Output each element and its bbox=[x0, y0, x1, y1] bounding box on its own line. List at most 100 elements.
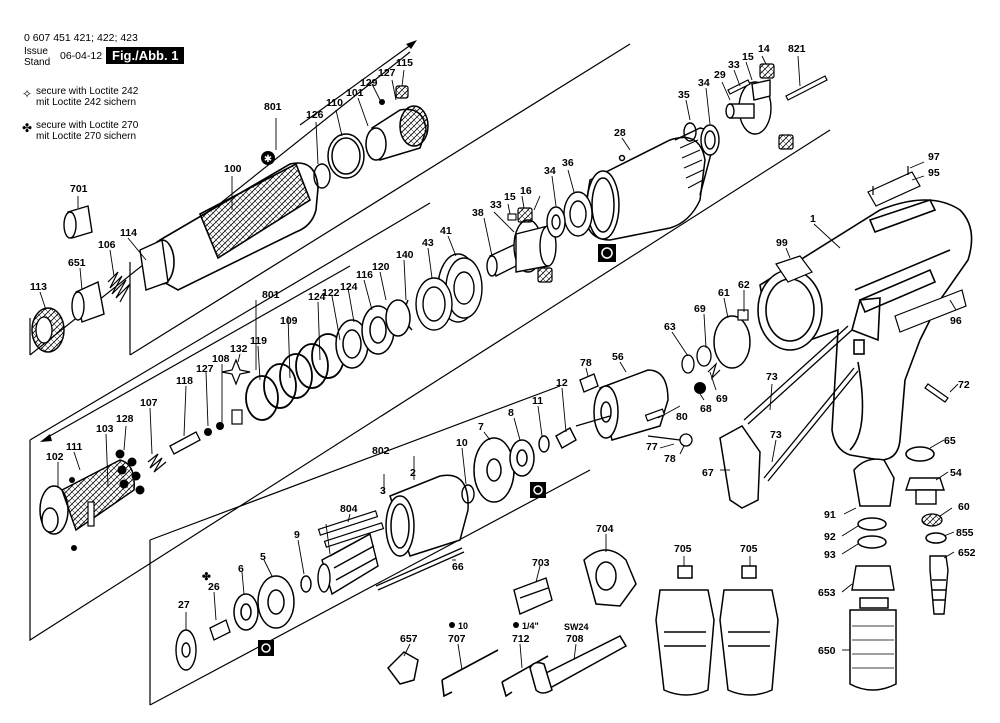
cap-91 bbox=[853, 458, 895, 507]
label-36: 36 bbox=[562, 157, 574, 169]
label-107: 107 bbox=[140, 397, 158, 409]
label-12: 12 bbox=[556, 377, 568, 389]
label-651: 651 bbox=[68, 257, 86, 269]
label-61: 61 bbox=[718, 287, 730, 299]
pin-118 bbox=[169, 431, 201, 455]
label-708: 708 bbox=[566, 633, 584, 645]
label-67: 67 bbox=[702, 467, 714, 479]
label-29: 29 bbox=[714, 69, 726, 81]
label-10: 10 bbox=[456, 437, 468, 449]
label-127: 127 bbox=[378, 67, 396, 79]
parts-127-108 bbox=[204, 422, 224, 436]
label-119: 119 bbox=[250, 335, 267, 347]
label-54: 54 bbox=[950, 467, 962, 479]
label-43: 43 bbox=[422, 237, 434, 249]
issue-date: 06-04-12 bbox=[60, 50, 103, 62]
label-97: 97 bbox=[928, 151, 940, 163]
label-15: 15 bbox=[742, 51, 754, 63]
housing-1 bbox=[757, 199, 973, 461]
label-14: 14 bbox=[758, 43, 770, 55]
balls-128 bbox=[69, 449, 145, 551]
label-124: 124 bbox=[308, 291, 326, 303]
ring-9 bbox=[300, 575, 312, 593]
label-5: 5 bbox=[260, 551, 266, 563]
legend-loctite-270: ✤ secure with Loctite 270 mit Loctite 27… bbox=[22, 120, 139, 142]
label-705b: 705 bbox=[740, 543, 758, 555]
label-73b: 73 bbox=[770, 429, 782, 441]
assembly-panel-801-middle bbox=[29, 129, 831, 642]
label-9: 9 bbox=[294, 529, 300, 541]
label-62: 62 bbox=[738, 279, 750, 291]
label-72: 72 bbox=[958, 379, 970, 391]
label-701: 701 bbox=[70, 183, 88, 195]
label-114: 114 bbox=[120, 227, 137, 239]
screw-62 bbox=[737, 309, 749, 321]
label-92: 92 bbox=[824, 531, 836, 543]
valve-body-56 bbox=[593, 369, 669, 441]
label-124b: 124 bbox=[340, 281, 358, 293]
loctite-badge-6 bbox=[258, 640, 274, 656]
planet-carrier-38 bbox=[486, 219, 557, 277]
label-657: 657 bbox=[400, 633, 418, 645]
label-122: 122 bbox=[322, 287, 340, 299]
label-41: 41 bbox=[440, 225, 452, 237]
label-111: 111 bbox=[66, 441, 83, 453]
dot-707 bbox=[449, 622, 455, 628]
ring-43 bbox=[415, 277, 453, 331]
pin-66 bbox=[375, 547, 465, 591]
stand-label: Stand bbox=[24, 57, 51, 68]
loctite-star-132 bbox=[221, 358, 251, 386]
label-704: 704 bbox=[596, 523, 614, 535]
pin-33-top bbox=[727, 79, 751, 95]
gear-carrier-29 bbox=[725, 79, 772, 135]
label-60: 60 bbox=[958, 501, 970, 513]
label-33: 33 bbox=[728, 59, 740, 71]
shaft-100 bbox=[139, 238, 169, 291]
loctite-badge-100: ✱ bbox=[261, 151, 275, 165]
label-34: 34 bbox=[698, 77, 710, 89]
endplate-7 bbox=[473, 437, 515, 503]
label-73: 73 bbox=[766, 371, 778, 383]
label-77: 77 bbox=[646, 441, 658, 453]
part-78-top bbox=[579, 373, 599, 393]
label-801: 801 bbox=[264, 101, 282, 113]
label-26: 26 bbox=[208, 581, 220, 593]
spring-106 bbox=[107, 271, 131, 303]
ball-129 bbox=[379, 99, 385, 105]
label-101: 101 bbox=[346, 87, 364, 99]
loctite-270-marker-26: ✤ bbox=[202, 571, 211, 583]
strainer-60 bbox=[921, 513, 943, 527]
label-65: 65 bbox=[944, 435, 956, 447]
band-99 bbox=[775, 255, 813, 283]
bearing-124 bbox=[335, 319, 369, 369]
label-120: 120 bbox=[372, 261, 390, 273]
hex-key-707 bbox=[441, 649, 499, 698]
ring-10 bbox=[461, 484, 475, 504]
label-34b: 34 bbox=[544, 165, 556, 177]
label-802: 802 bbox=[372, 445, 390, 457]
washer-34-top bbox=[700, 124, 720, 156]
screw-77 bbox=[647, 433, 693, 447]
part-12 bbox=[555, 427, 577, 449]
label-93: 93 bbox=[824, 549, 836, 561]
legend-270-en: secure with Loctite 270 bbox=[36, 120, 139, 131]
trigger-67 bbox=[719, 425, 761, 509]
loctite-270-flower-icon: ✤ bbox=[22, 121, 33, 135]
label-15b: 15 bbox=[504, 191, 516, 203]
label-2: 2 bbox=[410, 467, 416, 479]
panel-arrow-top bbox=[299, 40, 417, 126]
label-707: 707 bbox=[448, 633, 466, 645]
label-650: 650 bbox=[818, 645, 836, 657]
note-707: 10 bbox=[458, 621, 468, 631]
part-115 bbox=[395, 85, 409, 99]
screw-119 bbox=[231, 409, 243, 425]
label-110: 110 bbox=[326, 97, 343, 109]
nipple-703 bbox=[513, 577, 553, 615]
ring-126 bbox=[313, 163, 331, 189]
pin-80 bbox=[644, 408, 666, 422]
label-116: 116 bbox=[356, 269, 373, 281]
assembly-panel-802 bbox=[149, 385, 591, 706]
ring-65 bbox=[905, 446, 935, 462]
document-number: 0 607 451 421; 422; 423 bbox=[24, 32, 138, 44]
